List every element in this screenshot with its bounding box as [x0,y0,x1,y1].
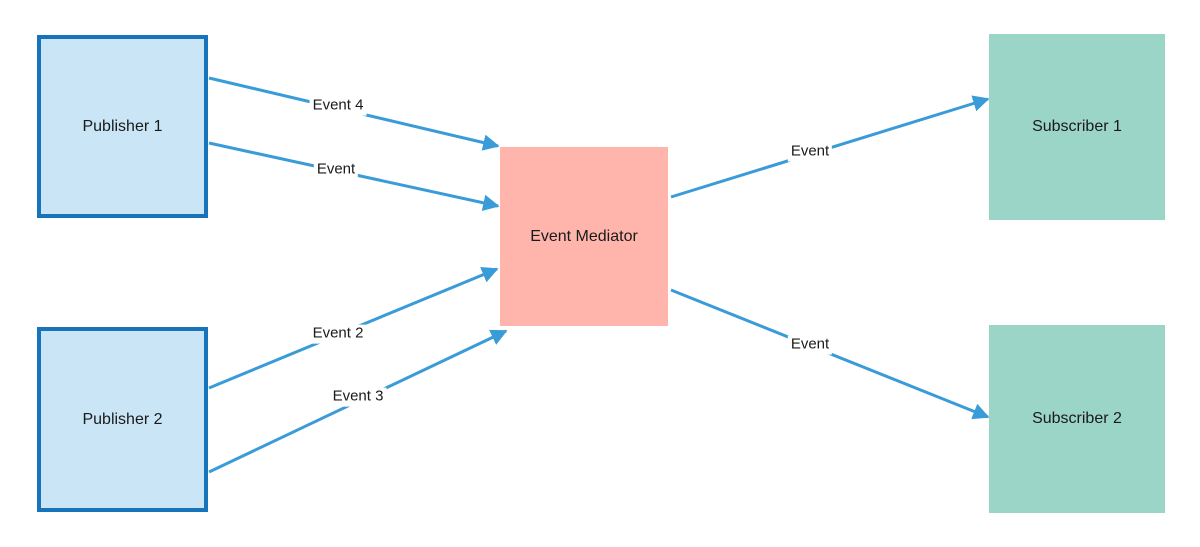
edge-label-event-4: Event 4 [309,96,367,116]
edge-label-event-pub1: Event [313,160,359,180]
node-subscriber-2-label: Subscriber 2 [1032,410,1122,427]
edge-label-event-sub2: Event [787,335,833,355]
edge-label-event-3: Event 3 [329,387,387,407]
edge-label-event-sub1: Event [787,142,833,162]
node-subscriber-2: Subscriber 2 [989,325,1165,513]
node-publisher-1-label: Publisher 1 [82,117,163,135]
node-publisher-2: Publisher 2 [37,327,208,512]
node-event-mediator: Event Mediator [500,147,668,326]
node-subscriber-1: Subscriber 1 [989,34,1165,220]
edge-label-event-2: Event 2 [309,324,367,344]
node-subscriber-1-label: Subscriber 1 [1032,118,1122,135]
node-publisher-2-label: Publisher 2 [82,410,163,428]
node-event-mediator-label: Event Mediator [530,227,638,245]
node-publisher-1: Publisher 1 [37,35,208,218]
